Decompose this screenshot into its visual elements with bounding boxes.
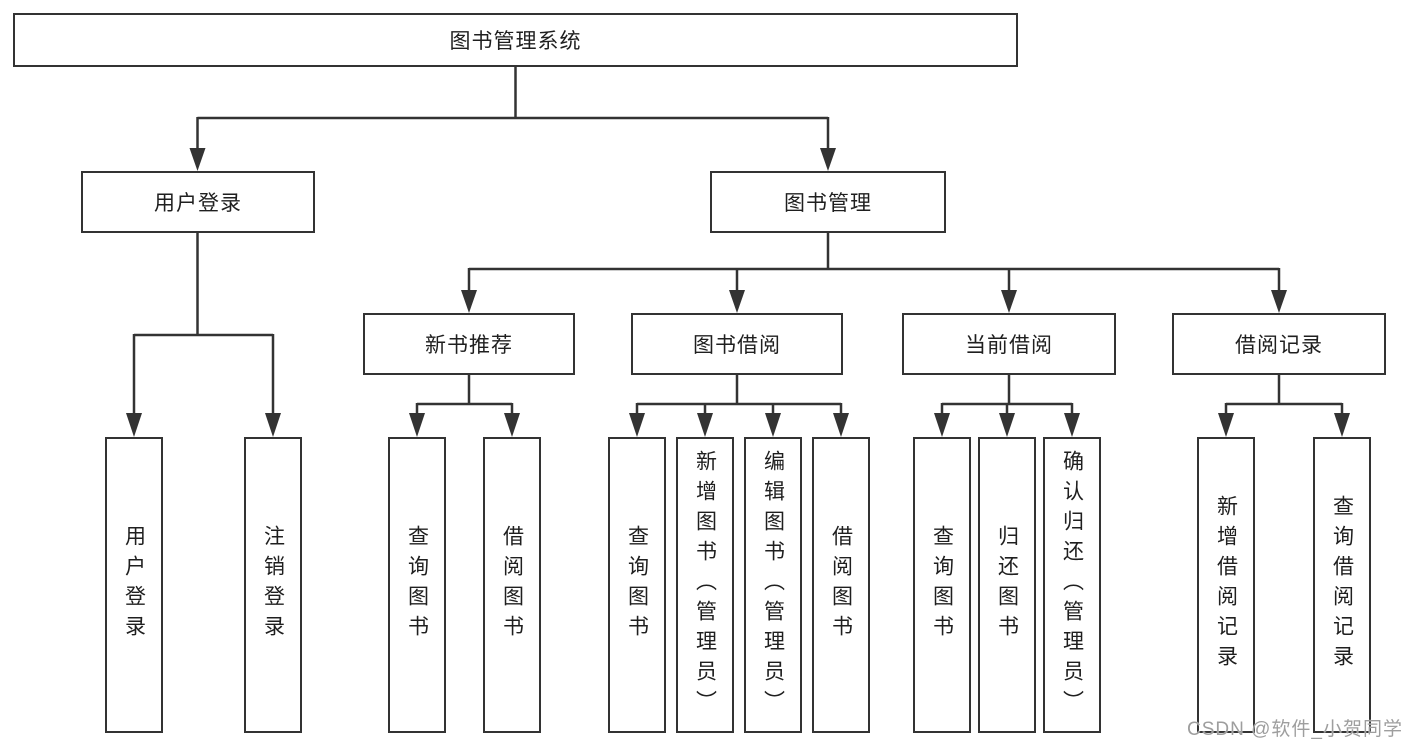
leaf-current-query-books: 查询图书	[913, 437, 971, 733]
leaf-recommend-query-books-label: 查询图书	[405, 525, 429, 645]
leaf-records-add-record: 新增借阅记录	[1197, 437, 1255, 733]
leaf-records-query-record-label: 查询借阅记录	[1330, 495, 1354, 675]
leaf-records-add-record-label: 新增借阅记录	[1214, 495, 1238, 675]
leaf-borrow-borrow-books-label: 借阅图书	[829, 525, 853, 645]
node-current-borrow-label: 当前借阅	[965, 334, 1053, 357]
csdn-watermark: CSDN @软件_小贺同学	[1187, 719, 1403, 740]
node-new-book-recommend-label: 新书推荐	[425, 334, 513, 357]
leaf-recommend-borrow-books: 借阅图书	[483, 437, 541, 733]
leaf-logout: 注销登录	[244, 437, 302, 733]
leaf-current-return-books-label: 归还图书	[995, 525, 1019, 645]
leaf-borrow-add-books-admin-label: 新增图书（管理员）	[693, 450, 717, 720]
node-new-book-recommend: 新书推荐	[363, 313, 575, 375]
node-book-borrow-label: 图书借阅	[693, 334, 781, 357]
leaf-user-login-label: 用户登录	[122, 525, 146, 645]
leaf-borrow-query-books-label: 查询图书	[625, 525, 649, 645]
leaf-borrow-edit-books-admin: 编辑图书（管理员）	[744, 437, 802, 733]
leaf-current-confirm-return-admin: 确认归还（管理员）	[1043, 437, 1101, 733]
leaf-current-query-books-label: 查询图书	[930, 525, 954, 645]
leaf-records-query-record: 查询借阅记录	[1313, 437, 1371, 733]
leaf-logout-label: 注销登录	[261, 525, 285, 645]
node-book-management: 图书管理	[710, 171, 946, 233]
node-book-borrow: 图书借阅	[631, 313, 843, 375]
node-borrow-records-label: 借阅记录	[1235, 334, 1323, 357]
arrowheads	[126, 148, 1350, 437]
connector-strokes	[132, 67, 1344, 416]
leaf-borrow-query-books: 查询图书	[608, 437, 666, 733]
leaf-borrow-add-books-admin: 新增图书（管理员）	[676, 437, 734, 733]
node-current-borrow: 当前借阅	[902, 313, 1116, 375]
node-user-login: 用户登录	[81, 171, 315, 233]
node-borrow-records: 借阅记录	[1172, 313, 1386, 375]
leaf-current-confirm-return-admin-label: 确认归还（管理员）	[1060, 450, 1084, 720]
node-user-login-label: 用户登录	[154, 192, 242, 215]
leaf-current-return-books: 归还图书	[978, 437, 1036, 733]
leaf-recommend-borrow-books-label: 借阅图书	[500, 525, 524, 645]
node-root-label: 图书管理系统	[449, 30, 582, 53]
node-root: 图书管理系统	[13, 13, 1018, 67]
leaf-borrow-edit-books-admin-label: 编辑图书（管理员）	[761, 450, 785, 720]
node-book-management-label: 图书管理	[784, 192, 872, 215]
leaf-borrow-borrow-books: 借阅图书	[812, 437, 870, 733]
leaf-recommend-query-books: 查询图书	[388, 437, 446, 733]
leaf-user-login: 用户登录	[105, 437, 163, 733]
